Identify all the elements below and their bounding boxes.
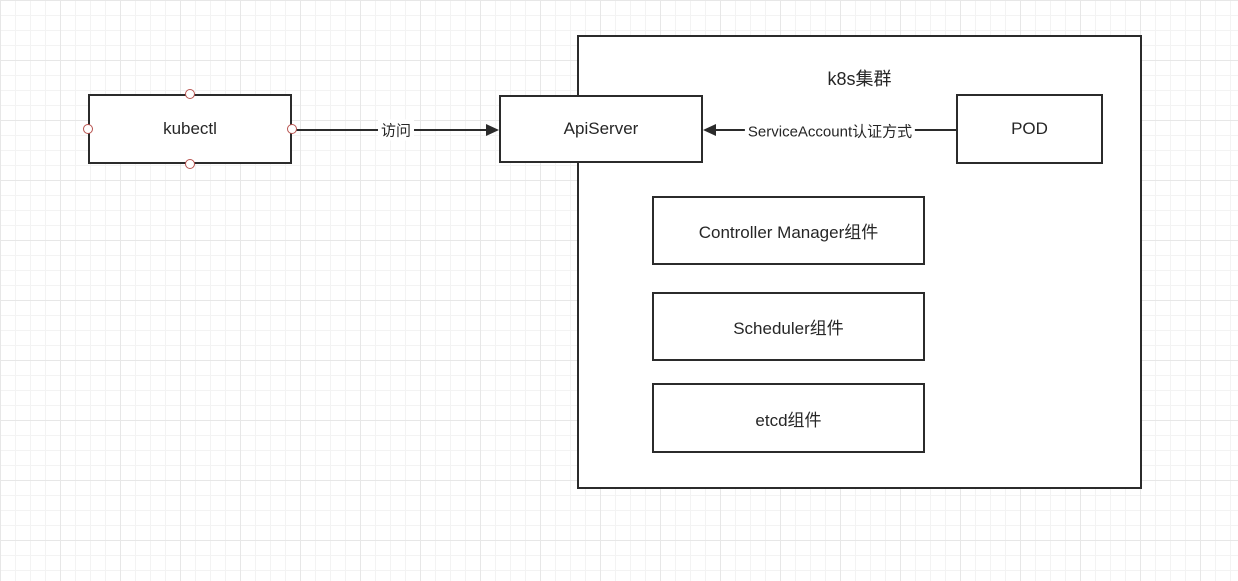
node-etcd[interactable]: etcd组件 [652, 383, 925, 453]
node-kubectl-label: kubectl [163, 119, 217, 138]
edge-label-serviceaccount-auth[interactable]: ServiceAccount认证方式 [744, 120, 916, 142]
node-kubectl[interactable]: kubectl [88, 94, 292, 164]
node-controller-manager-label: Controller Manager组件 [698, 223, 879, 242]
node-etcd-label: etcd组件 [755, 410, 822, 430]
edge-label-access[interactable]: 访问 [377, 119, 415, 141]
connection-handle-top[interactable] [185, 89, 195, 99]
node-scheduler-label: Scheduler组件 [733, 319, 844, 338]
node-scheduler[interactable]: Scheduler组件 [652, 292, 925, 361]
arrowhead-to-apiserver-right [486, 124, 499, 136]
cluster-title: k8s集群 [827, 69, 892, 89]
connection-handle-bottom[interactable] [185, 159, 195, 169]
connection-handle-left[interactable] [83, 124, 93, 134]
node-apiserver-label: ApiServer [563, 119, 639, 138]
connection-handle-right[interactable] [287, 124, 297, 134]
node-pod-label: POD [1011, 119, 1048, 138]
node-controller-manager[interactable]: Controller Manager组件 [652, 196, 925, 265]
node-apiserver[interactable]: ApiServer [499, 95, 703, 163]
node-pod[interactable]: POD [956, 94, 1103, 164]
